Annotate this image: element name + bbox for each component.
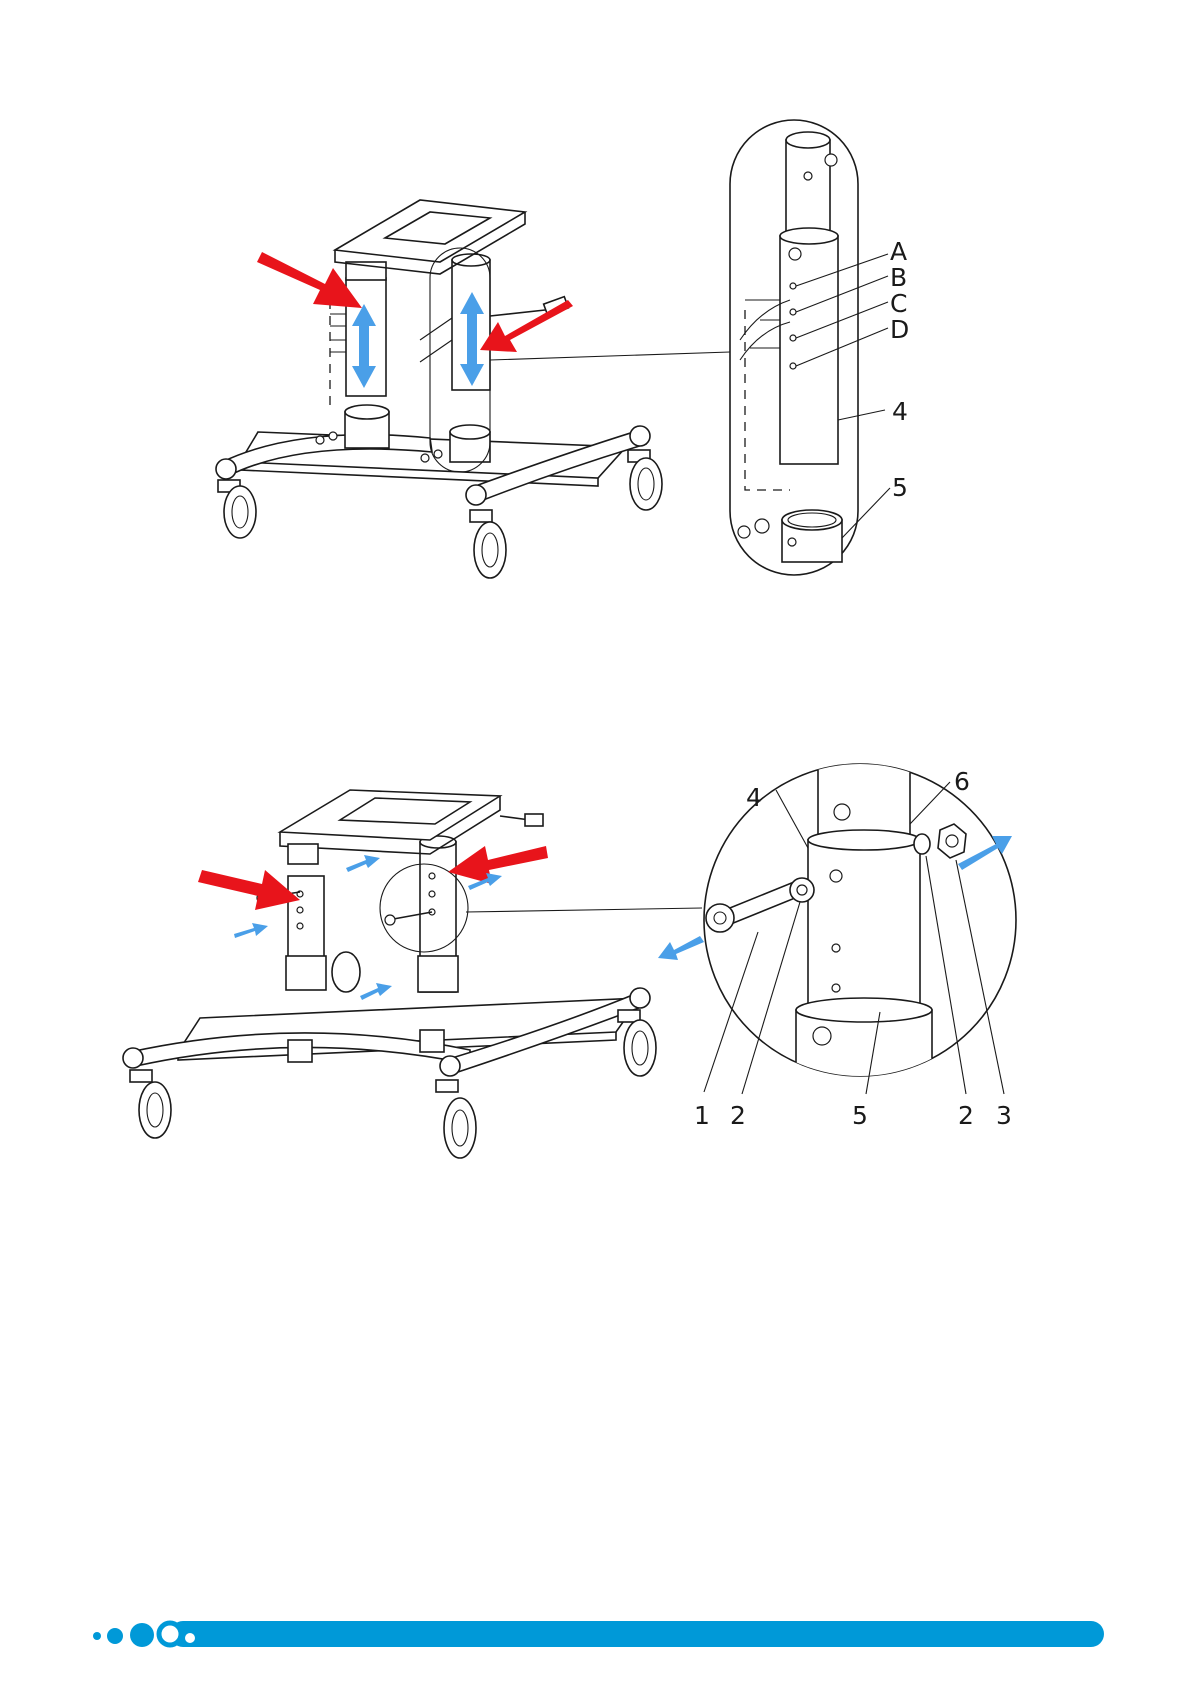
callout-3: 3: [996, 1101, 1012, 1130]
callout-1: 1: [694, 1101, 710, 1130]
caster-wheel: [436, 1080, 476, 1158]
cart-assembly-bottom: [123, 790, 702, 1158]
callout-5: 5: [852, 1101, 868, 1130]
figure-top-svg: A B C D 4 5: [0, 0, 1192, 600]
blue-arrow-out: [958, 836, 1012, 870]
caster-wheel: [130, 1070, 171, 1138]
callout-2-right: 2: [958, 1101, 974, 1130]
callout-5: 5: [892, 473, 908, 502]
figure-bottom-svg: 1 2 4 5 2 3 6: [0, 760, 1192, 1200]
detail-view-bottom: 1 2 4 5 2 3 6: [658, 760, 1016, 1130]
red-arrow-right: [480, 300, 573, 352]
callout-4: 4: [892, 397, 908, 426]
blue-arrow: [346, 855, 380, 872]
caster-wheel: [628, 450, 662, 510]
callout-2-left: 2: [730, 1101, 746, 1130]
footer-brand-bar: [0, 1610, 1192, 1670]
red-arrow-left: [198, 870, 300, 910]
callout-6: 6: [954, 767, 970, 796]
blue-arrow: [360, 983, 392, 1000]
callout-b: B: [890, 263, 907, 292]
blue-arrow-out: [658, 936, 704, 960]
figure-height-adjustment: A B C D 4 5: [0, 0, 1192, 600]
caster-wheel: [618, 1010, 656, 1076]
footer-bar: [170, 1621, 1104, 1647]
callout-d: D: [890, 315, 909, 344]
caster-wheel: [470, 510, 506, 578]
footer-svg: [0, 1610, 1192, 1670]
blue-arrow: [234, 923, 268, 938]
detail-view-top: A B C D 4 5: [730, 120, 909, 575]
cart-assembly-top: [216, 200, 730, 578]
callout-4: 4: [746, 783, 762, 812]
callout-c: C: [890, 289, 907, 318]
figure-bolt-removal: 1 2 4 5 2 3 6: [0, 760, 1192, 1200]
callout-a: A: [890, 237, 907, 266]
caster-wheel: [218, 480, 256, 538]
